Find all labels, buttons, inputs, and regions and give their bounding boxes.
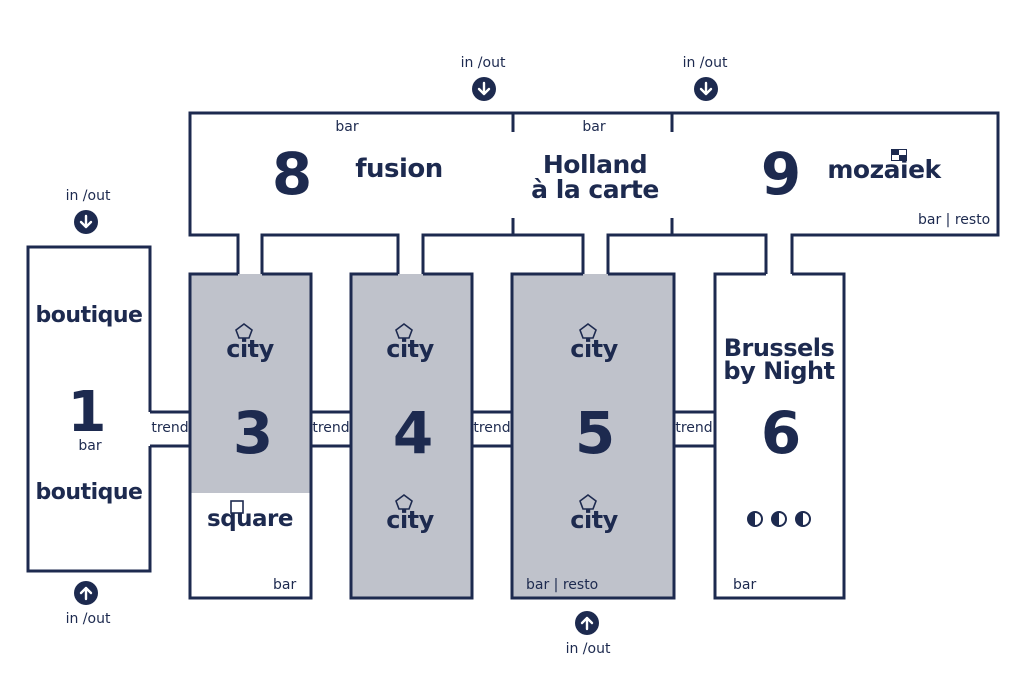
room6-brand-line1: Brussels bbox=[723, 334, 835, 362]
room1-brand-top: boutique bbox=[35, 303, 143, 328]
pentagon-icon bbox=[579, 494, 597, 510]
room5-outline bbox=[510, 272, 676, 600]
room1-bar-label: bar bbox=[78, 438, 102, 454]
entrance-label-bottom-center: in /out bbox=[565, 641, 611, 657]
corridor-4-5 bbox=[472, 410, 512, 448]
room4-outline bbox=[349, 272, 474, 600]
corridor-5-6 bbox=[674, 410, 715, 448]
entrance-label-top-left: in /out bbox=[460, 55, 506, 71]
room5-brand-top: city bbox=[570, 335, 618, 363]
room9-number: 9 bbox=[760, 140, 802, 208]
arrow-up-icon bbox=[575, 611, 599, 635]
half-moon-dot-icon bbox=[747, 511, 763, 527]
room5-brand-bottom: city bbox=[570, 506, 618, 534]
room1-brand-bottom: boutique bbox=[35, 480, 143, 505]
half-moon-dot-icon bbox=[771, 511, 787, 527]
upper-bar-label-center: bar bbox=[582, 119, 606, 135]
room6-brand-line2: by Night bbox=[723, 357, 835, 385]
pentagon-icon bbox=[395, 494, 413, 510]
corridor-1-3 bbox=[150, 410, 190, 448]
room1-outline bbox=[26, 245, 152, 573]
trend-label: trend bbox=[675, 420, 713, 436]
arrow-down-icon bbox=[472, 77, 496, 101]
room3-outline bbox=[188, 272, 313, 600]
room1-number: 1 bbox=[67, 380, 107, 445]
checker-icon bbox=[891, 149, 907, 161]
room3-number: 3 bbox=[232, 399, 274, 467]
room4-number: 4 bbox=[392, 399, 434, 467]
entrance-label-bottom-left: in /out bbox=[65, 611, 111, 627]
room3-shaded-area bbox=[190, 274, 311, 493]
entrance-label-top-right: in /out bbox=[682, 55, 728, 71]
pentagon-icon bbox=[395, 323, 413, 339]
trend-label: trend bbox=[312, 420, 350, 436]
three-half-moon-dots-icon bbox=[747, 511, 811, 527]
upper-center-shade bbox=[583, 236, 608, 274]
room8-brand: fusion bbox=[355, 154, 443, 184]
upper-bar-label-left: bar bbox=[335, 119, 359, 135]
pentagon-icon bbox=[579, 323, 597, 339]
room5-number: 5 bbox=[574, 399, 616, 467]
room6-outline bbox=[713, 272, 846, 600]
room5-bar-resto-label: bar | resto bbox=[526, 577, 599, 593]
room6-bar-label: bar bbox=[733, 577, 757, 593]
corridor-3-4 bbox=[311, 410, 351, 448]
room4-brand-top: city bbox=[386, 335, 434, 363]
upper-bar-resto-label: bar | resto bbox=[918, 212, 991, 228]
room9-brand: mozaiek bbox=[827, 155, 941, 184]
upper-hall-outline bbox=[188, 111, 1000, 274]
room3-brand-top: city bbox=[226, 335, 274, 363]
pentagon-icon bbox=[235, 323, 253, 339]
holland-brand-line2: à la carte bbox=[531, 175, 659, 204]
room4-brand-bottom: city bbox=[386, 506, 434, 534]
trend-label: trend bbox=[473, 420, 511, 436]
room8-number: 8 bbox=[271, 140, 313, 208]
half-moon-dot-icon bbox=[795, 511, 811, 527]
room4-shaded-area bbox=[351, 274, 472, 598]
entrance-label-left: in /out bbox=[65, 188, 111, 204]
arrow-down-icon bbox=[74, 210, 98, 234]
arrow-down-icon bbox=[694, 77, 718, 101]
room6-number: 6 bbox=[760, 399, 802, 467]
room3-bar-label: bar bbox=[273, 577, 297, 593]
trend-label: trend bbox=[151, 420, 189, 436]
holland-brand-line1: Holland bbox=[542, 150, 648, 179]
square-icon bbox=[230, 500, 244, 514]
arrow-up-icon bbox=[74, 581, 98, 605]
room3-brand-bottom: square bbox=[207, 506, 294, 532]
